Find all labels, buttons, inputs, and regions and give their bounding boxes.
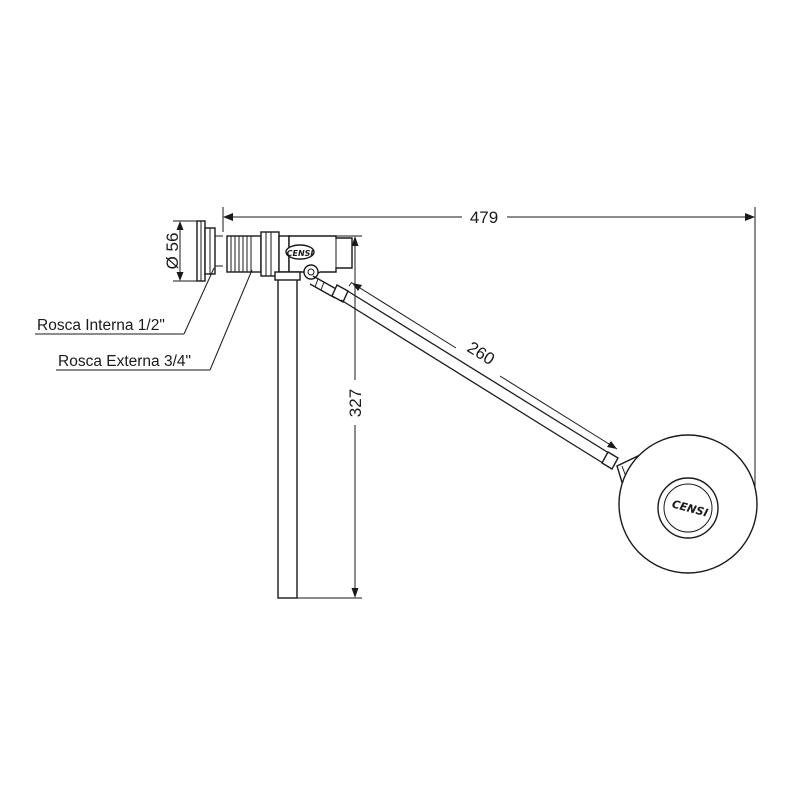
threaded-connector <box>226 231 290 277</box>
diameter-label: Ø 56 <box>163 233 182 270</box>
total-length-dimension: 479 <box>222 207 756 500</box>
external-thread-callout: Rosca Externa 3/4" <box>56 269 253 371</box>
arm-length-label: 260 <box>464 338 498 369</box>
valve-logo: CENSI <box>287 249 314 258</box>
valve-body: CENSI <box>285 235 353 280</box>
float-ball: CENSI <box>616 434 758 574</box>
height-label: 327 <box>346 389 365 417</box>
height-dimension: 327 <box>297 235 365 599</box>
diameter-dimension: Ø 56 <box>163 220 197 282</box>
lever-arm <box>309 275 619 470</box>
arm-length-dimension: 260 <box>348 281 618 450</box>
total-length-label: 479 <box>470 208 498 227</box>
internal-thread-callout: Rosca Interna 1/2" <box>35 267 215 335</box>
outlet-pipe <box>274 271 301 599</box>
internal-thread-label: Rosca Interna 1/2" <box>37 317 165 334</box>
end-fitting <box>196 220 223 282</box>
external-thread-label: Rosca Externa 3/4" <box>58 353 191 370</box>
